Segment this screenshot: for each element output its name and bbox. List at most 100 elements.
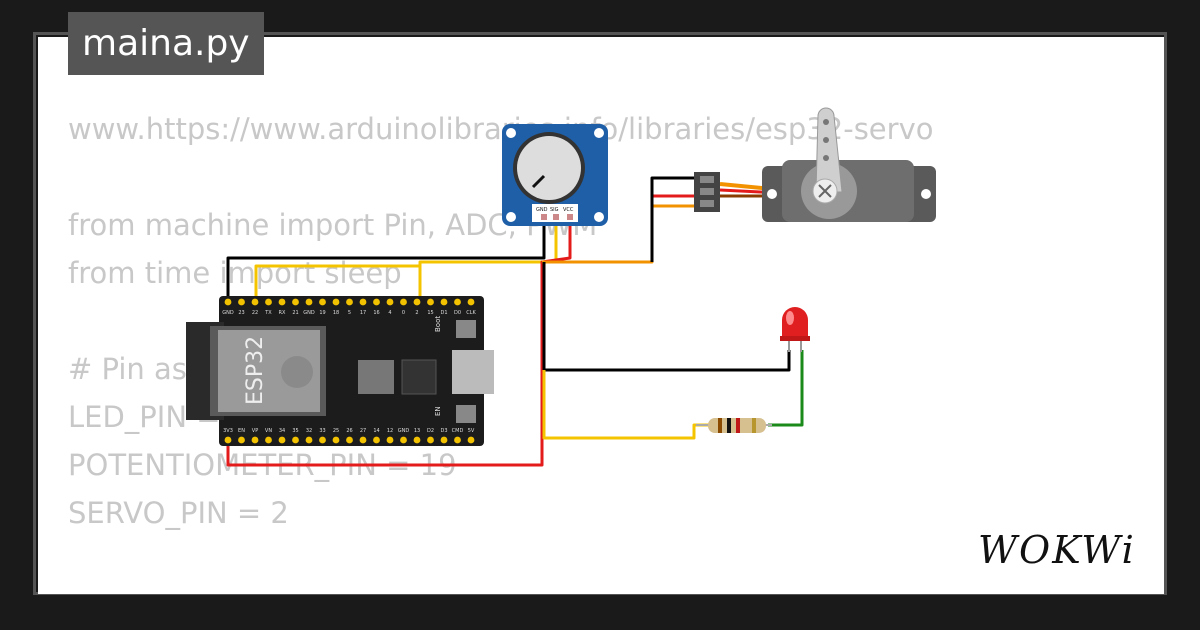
boot-button[interactable] (456, 320, 476, 338)
pot-knob-indicator (531, 174, 546, 189)
pin-label: 19 (319, 310, 325, 316)
uart-chip (401, 359, 437, 395)
header-pin[interactable] (238, 298, 245, 306)
header-pin[interactable] (386, 436, 394, 444)
header-pin[interactable] (413, 436, 421, 444)
pot-pin-sig: SIG (550, 207, 559, 213)
header-pin[interactable] (467, 436, 475, 444)
header-pin[interactable] (454, 298, 461, 306)
pin-label: VP (252, 428, 258, 434)
wire-yellow-23 (254, 264, 420, 305)
file-tab[interactable]: maina.py (68, 12, 264, 75)
board-label: ESP32 (243, 336, 268, 405)
en-button[interactable] (456, 405, 476, 423)
pot-hole-tr (594, 128, 604, 138)
pin-label: 22 (252, 310, 258, 316)
wire-red-pot-vcc (226, 218, 572, 467)
header-pin[interactable] (238, 436, 245, 444)
led-highlight (786, 311, 794, 325)
code-line: www.https://www.arduinolibraries.info/li… (68, 112, 934, 146)
header-pin[interactable] (373, 436, 380, 444)
pin-label: 33 (319, 428, 325, 434)
header-pin[interactable] (224, 298, 232, 306)
wire-black-pot-gnd (226, 218, 546, 305)
pin-label: CLK (466, 310, 476, 316)
servo-screw-icon (818, 184, 832, 198)
pin-label: 12 (387, 428, 393, 434)
red-led[interactable] (780, 307, 810, 352)
header-pin[interactable] (454, 436, 461, 444)
pin-label: D0 (454, 310, 461, 316)
header-pin[interactable] (224, 436, 232, 444)
header-pin[interactable] (346, 298, 353, 306)
header-pin[interactable] (251, 298, 259, 306)
header-pin[interactable] (400, 436, 407, 444)
header-pin[interactable] (332, 436, 340, 444)
pin-label: 4 (388, 310, 391, 316)
resistor-band-1 (718, 418, 722, 433)
servo-connector-pin-1 (700, 176, 714, 183)
header-pin[interactable] (305, 436, 313, 444)
servo-connector-pin-2 (700, 188, 714, 195)
header-pin[interactable] (278, 298, 286, 306)
wokwi-logo: WOKWi (978, 528, 1136, 572)
wire-black-servo-gnd (650, 176, 694, 262)
header-pin[interactable] (373, 298, 380, 306)
pin-label: 25 (333, 428, 339, 434)
pin-label: CMD (452, 428, 464, 434)
header-pin[interactable] (292, 298, 299, 306)
header-pin[interactable] (413, 298, 421, 306)
pin-label: 2 (415, 310, 418, 316)
usb-port[interactable] (452, 350, 494, 394)
header-pin[interactable] (319, 436, 326, 444)
header-pin[interactable] (400, 298, 407, 306)
header-pin[interactable] (332, 298, 340, 306)
pin-label: 16 (373, 310, 379, 316)
pin-label: GND (222, 310, 234, 316)
servo-horn-hole-1 (823, 119, 829, 125)
header-pin[interactable] (427, 298, 434, 306)
pin-label: 27 (360, 428, 366, 434)
pot-pad-sig (553, 214, 559, 220)
pin-label: GND (303, 310, 315, 316)
header-pin[interactable] (467, 298, 475, 306)
header-pin[interactable] (359, 436, 367, 444)
header-pin[interactable] (359, 298, 367, 306)
servo-horn-hole-3 (823, 155, 829, 161)
pin-label: 5 (348, 310, 351, 316)
header-pin[interactable] (278, 436, 286, 444)
servo-mount-hole-left (767, 189, 777, 199)
pin-label: TX (264, 310, 272, 316)
header-pin[interactable] (319, 298, 326, 306)
pin-label: 0 (402, 310, 405, 316)
pin-label: GND (398, 428, 410, 434)
pin-label: EN (238, 428, 245, 434)
pin-label: D2 (427, 428, 434, 434)
header-pin[interactable] (251, 436, 259, 444)
header-pin[interactable] (440, 436, 448, 444)
resistor[interactable] (696, 418, 772, 433)
header-pin[interactable] (265, 298, 272, 306)
resistor-band-3 (736, 418, 740, 433)
header-pin[interactable] (346, 436, 353, 444)
pot-knob[interactable] (517, 136, 581, 200)
pin-label: RX (279, 310, 286, 316)
header-pin[interactable] (305, 298, 313, 306)
header-pin[interactable] (440, 298, 448, 306)
pin-label: VN (265, 428, 272, 434)
wire-yellow-pot-sig (418, 218, 558, 305)
pot-hole-tl (506, 128, 516, 138)
header-pin[interactable] (386, 298, 394, 306)
header-pin[interactable] (265, 436, 272, 444)
header-pin[interactable] (427, 436, 434, 444)
pin-label: 26 (346, 428, 352, 434)
potentiometer[interactable]: GND SIG VCC (502, 124, 608, 226)
pin-label: 17 (360, 310, 366, 316)
header-pin[interactable] (292, 436, 299, 444)
servo-motor[interactable] (694, 107, 936, 222)
code-line: from time import sleep (68, 256, 402, 290)
pin-label: 15 (427, 310, 433, 316)
code-line: # Initialize (68, 585, 933, 594)
